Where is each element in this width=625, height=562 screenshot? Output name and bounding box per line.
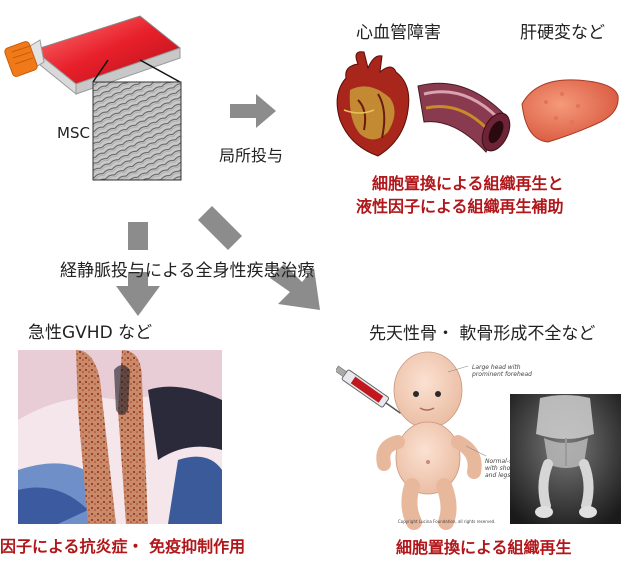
heart-image [330, 50, 420, 160]
local-result-line-1: 細胞置換による組織再生と [372, 170, 564, 194]
liver-image [516, 74, 622, 146]
bone-result: 細胞置換による組織再生 [396, 534, 572, 558]
baby-note-limb-1: Normal-s [485, 458, 512, 465]
xray-image [510, 394, 621, 524]
gvhd-skin-photo [18, 350, 222, 524]
baby-note-head-1: Large head with [472, 364, 521, 371]
gvhd-result: 因子による抗炎症・ 免疫抑制作用 [0, 533, 245, 557]
blood-vessel-image [414, 74, 514, 154]
baby-note-limb-2: with shor [485, 465, 513, 472]
bone-dysplasia-heading: 先天性骨・ 軟骨形成不全など [369, 319, 595, 344]
local-result-line-2: 液性因子による組織再生補助 [356, 193, 564, 217]
cardiovascular-heading: 心血管障害 [356, 18, 441, 43]
copyright-note: Copyright Lucina Foundation, all rights … [398, 519, 496, 524]
local-administration-label: 局所投与 [219, 142, 283, 166]
gvhd-heading: 急性GVHD など [28, 318, 152, 343]
msc-label: MSC [57, 124, 90, 142]
culture-flask-image [0, 0, 200, 190]
systemic-therapy-label: 経静脈投与による全身性疾患治療 [60, 256, 315, 281]
baby-note-limb-3: and legs [485, 472, 511, 479]
baby-note-head-2: prominent forehead [472, 371, 532, 378]
liver-cirrhosis-heading: 肝硬変など [520, 18, 605, 43]
arrow-right-icon [230, 94, 278, 128]
